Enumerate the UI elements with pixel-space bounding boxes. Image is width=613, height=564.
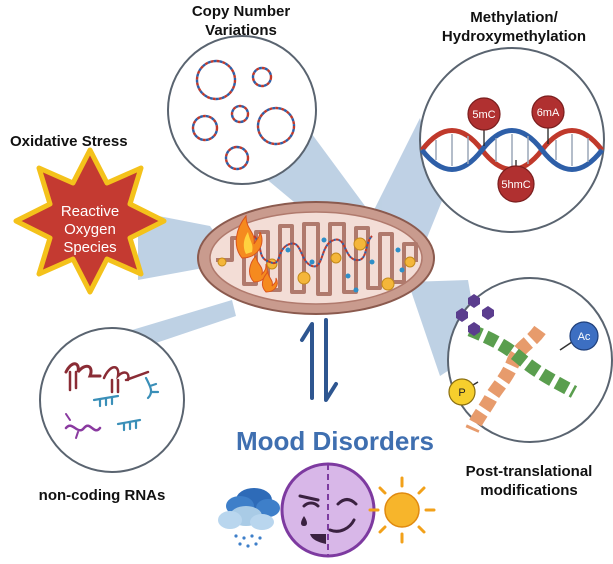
oxidative-stress-title: Oxidative Stress bbox=[10, 133, 128, 150]
methylation-title-line2: Hydroxymethylation bbox=[441, 28, 587, 45]
ros-label-line1: Reactive bbox=[60, 203, 120, 220]
ros-star bbox=[13, 147, 167, 295]
two-face-icon bbox=[280, 462, 376, 558]
ptm-title-line2: modifications bbox=[480, 482, 578, 499]
methylation-circle: 5mC 6mA 5hmC bbox=[419, 47, 605, 233]
cnv-title-line1: Copy Number bbox=[191, 3, 291, 20]
ptm-title: Post-translational modifications bbox=[448, 462, 610, 500]
methylation-title-line1: Methylation/ bbox=[470, 9, 558, 26]
sun-icon bbox=[368, 476, 436, 544]
rain-cloud-icon bbox=[218, 488, 280, 548]
5mc-ball bbox=[467, 97, 501, 131]
flame-icon bbox=[235, 214, 278, 293]
phospho-ball bbox=[448, 378, 476, 406]
cnv-title: Copy Number Variations bbox=[170, 2, 312, 40]
5hmc-label: 5hmC bbox=[501, 179, 530, 191]
ptm-circle: Ac P bbox=[447, 277, 613, 443]
mitochondrion bbox=[197, 201, 435, 315]
mood-disorders-title: Mood Disorders bbox=[236, 426, 434, 456]
ncrna-circle bbox=[39, 327, 185, 473]
6ma-ball bbox=[531, 95, 565, 129]
sugar-chain bbox=[456, 294, 494, 336]
ros-label-line3: Species bbox=[63, 239, 117, 256]
ac-label: Ac bbox=[578, 331, 591, 343]
ros-label: Reactive Oxygen Species bbox=[40, 203, 140, 257]
6ma-label: 6mA bbox=[537, 107, 560, 119]
methylation-title: Methylation/ Hydroxymethylation bbox=[424, 8, 604, 46]
bidirectional-arrow-icon bbox=[300, 318, 338, 402]
cnv-title-line2: Variations bbox=[205, 22, 277, 39]
acetyl-ball bbox=[569, 321, 599, 351]
cnv-circle bbox=[167, 35, 317, 185]
ncrna-title: non-coding RNAs bbox=[38, 487, 166, 504]
5hmc-ball bbox=[497, 165, 535, 203]
p-label: P bbox=[458, 387, 465, 399]
ros-label-line2: Oxygen bbox=[64, 221, 116, 238]
ptm-title-line1: Post-translational bbox=[465, 463, 593, 480]
5mc-label: 5mC bbox=[472, 109, 495, 121]
